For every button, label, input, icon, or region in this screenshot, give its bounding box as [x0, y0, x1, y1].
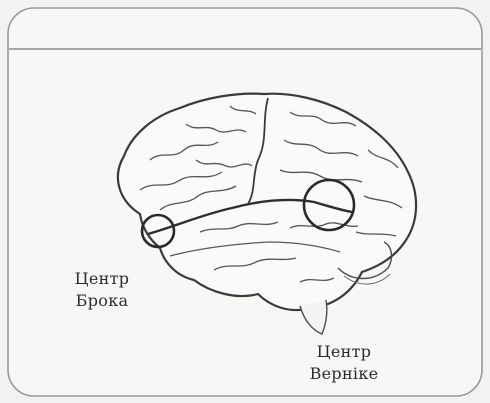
wernicke-area-label: Центр Вернікe	[292, 341, 396, 385]
wernicke-label-line2: Вернікe	[292, 363, 396, 385]
broca-area-label: Центр Брока	[60, 268, 144, 312]
broca-label-line2: Брока	[60, 290, 144, 312]
wernicke-label-line1: Центр	[292, 341, 396, 363]
broca-label-line1: Центр	[60, 268, 144, 290]
